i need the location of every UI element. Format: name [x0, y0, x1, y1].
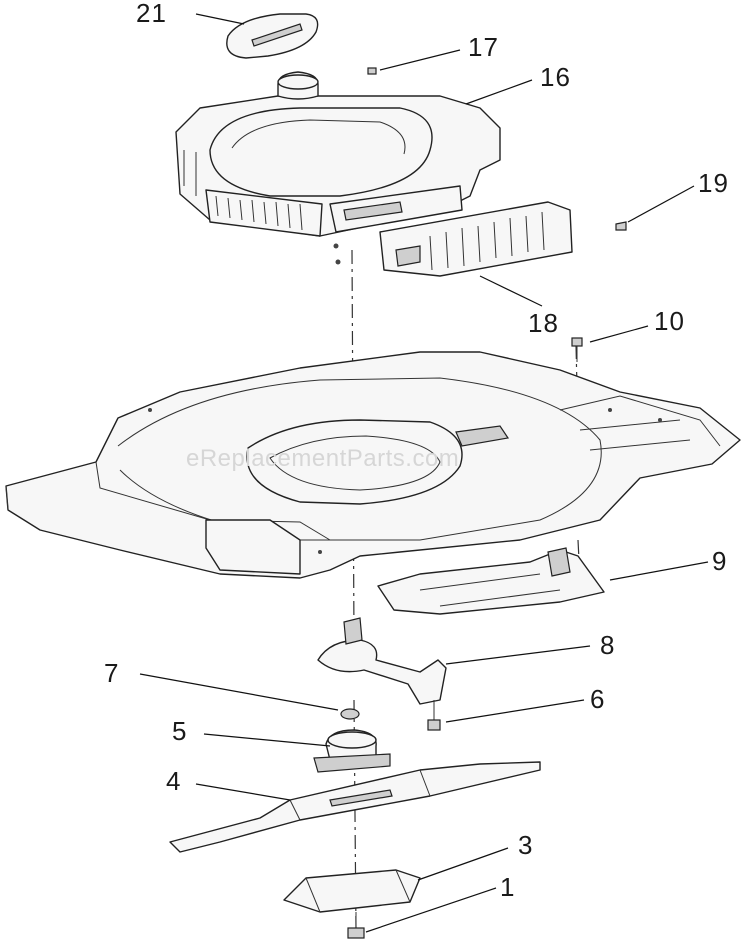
watermark: eReplacementParts.com	[186, 445, 460, 472]
leader-21	[195, 13, 245, 25]
part-10-bolt	[571, 337, 583, 362]
part-1-bolt	[347, 912, 365, 939]
leader-4	[195, 783, 291, 801]
leader-6	[445, 699, 585, 723]
callout-6: 6	[590, 684, 606, 714]
callout-21: 21	[136, 0, 167, 28]
center-axis	[351, 249, 357, 931]
part-21-decal	[226, 13, 319, 59]
part-8-bracket	[317, 617, 447, 705]
callout-9: 9	[712, 546, 728, 576]
callout-8: 8	[600, 630, 616, 660]
callout-3: 3	[518, 830, 534, 860]
mower-deck	[5, 351, 741, 579]
leader-5	[203, 733, 331, 747]
callout-1: 1	[500, 872, 516, 902]
callout-19: 19	[698, 168, 729, 198]
leader-10	[589, 325, 649, 343]
leader-18	[479, 275, 543, 307]
leader-3	[417, 847, 509, 881]
callout-7: 7	[104, 658, 120, 688]
part-3-stiffener	[283, 869, 421, 913]
callout-5: 5	[172, 716, 188, 746]
part-4-blade	[169, 761, 541, 853]
part-19-bolt	[615, 221, 627, 231]
leader-16	[465, 79, 533, 105]
leader-9	[609, 561, 709, 581]
leader-1	[365, 887, 497, 933]
callout-16: 16	[540, 62, 571, 92]
callout-17: 17	[468, 32, 499, 62]
part-17-plug	[367, 67, 377, 75]
leader-17	[379, 49, 461, 71]
callout-18: 18	[528, 308, 559, 338]
part-5-adapter	[313, 729, 391, 773]
part-6-screw	[427, 700, 441, 731]
leader-8	[445, 645, 591, 665]
part-18-muffler-guard	[379, 201, 573, 277]
part-7-nut	[340, 708, 360, 720]
leader-19	[627, 185, 695, 223]
leader-7	[139, 673, 339, 711]
part-16-engine	[175, 71, 501, 265]
callout-10: 10	[654, 306, 685, 336]
part-9-baffle	[377, 547, 605, 615]
callout-4: 4	[166, 766, 182, 796]
